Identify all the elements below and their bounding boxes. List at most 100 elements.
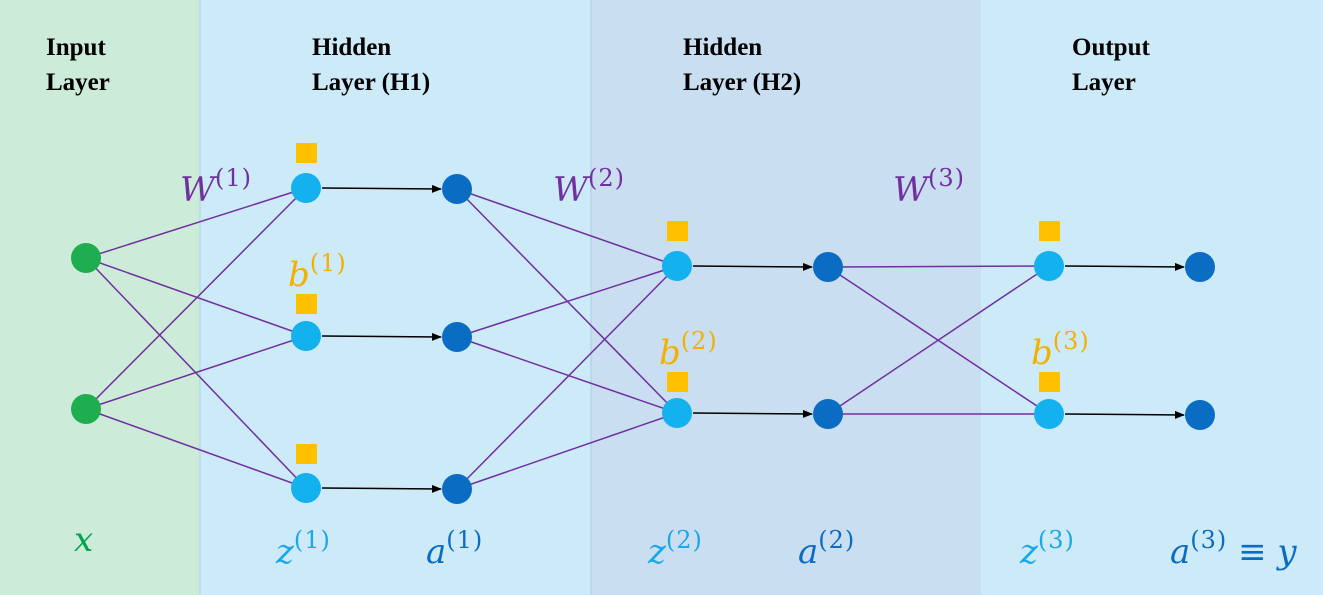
input-node: [71, 243, 101, 273]
symbol: z: [276, 532, 294, 572]
symbol: b: [1031, 333, 1053, 373]
input-layer-band: [0, 0, 200, 595]
superscript: (3): [1037, 526, 1075, 554]
input-nodes: [71, 243, 101, 424]
hidden-layer-1-band: [200, 0, 591, 595]
a1-node: [442, 322, 472, 352]
symbol: a: [426, 532, 447, 572]
activation-arrow: [321, 484, 442, 493]
z2-node: [662, 398, 692, 428]
weight-label-w1: W(1): [180, 158, 252, 210]
title-line-1: Hidden: [683, 34, 763, 61]
output-layer-title: Output Layer: [1072, 30, 1150, 100]
hidden-layer-1-title: Hidden Layer (H1): [312, 30, 430, 100]
a2-node: [813, 399, 843, 429]
superscript: (1): [293, 526, 331, 554]
bias-label-b2: b(2): [659, 321, 718, 373]
activation-arrow: [1064, 262, 1185, 271]
weight-edge: [827, 265, 1050, 268]
a3-node: [1185, 252, 1215, 282]
weight-label-w2: W(2): [553, 158, 625, 210]
weight-connections-1: [85, 187, 307, 489]
activation-arrow: [1064, 410, 1185, 419]
symbol: W: [893, 170, 928, 210]
superscript: (1): [446, 526, 484, 554]
z2-label: z(2): [648, 520, 703, 572]
input-node: [71, 394, 101, 424]
bias-square: [296, 444, 317, 464]
weight-label-w3: W(3): [893, 158, 965, 210]
bias-square: [1039, 221, 1060, 241]
z3-node: [1034, 251, 1064, 281]
weight-edge: [827, 265, 1050, 415]
bias-square: [296, 294, 317, 314]
symbol: b: [659, 333, 681, 373]
a2-node: [813, 252, 843, 282]
z1-node: [291, 473, 321, 503]
input-label-x: x: [74, 520, 93, 560]
a3-output-label: a(3) ≡ y: [1170, 520, 1297, 572]
equivalence-sign: ≡: [1227, 532, 1278, 572]
weight-edge: [85, 408, 307, 489]
a2-label: a(2): [798, 520, 855, 572]
a1-label: a(1): [426, 520, 483, 572]
a1-node: [442, 474, 472, 504]
activation-arrow: [321, 332, 442, 341]
bias-label-b3: b(3): [1031, 321, 1090, 373]
weight-edge: [85, 335, 307, 410]
z3-label: z(3): [1020, 520, 1075, 572]
z-nodes: [291, 173, 1064, 503]
activation-arrows: [321, 184, 1185, 493]
superscript: (2): [665, 526, 703, 554]
title-line-2: Layer: [1072, 69, 1136, 96]
weight-edge: [456, 188, 678, 267]
z3-node: [1034, 399, 1064, 429]
bias-square: [1039, 372, 1060, 392]
symbol: a: [1170, 532, 1191, 572]
a3-node: [1185, 400, 1215, 430]
weight-edge: [85, 257, 307, 337]
weight-edge: [456, 336, 678, 414]
superscript: (1): [214, 164, 252, 192]
activation-arrow: [692, 262, 813, 271]
title-line-2: Layer (H1): [312, 69, 431, 96]
superscript: (2): [587, 164, 625, 192]
title-line-1: Input: [46, 34, 106, 61]
title-line-2: Layer (H2): [683, 69, 802, 96]
z1-label: z(1): [276, 520, 331, 572]
weight-edge: [85, 187, 307, 410]
title-line-1: Output: [1072, 34, 1150, 61]
bias-markers: [296, 143, 1060, 464]
a-nodes: [442, 174, 1215, 504]
title-line-2: Layer: [46, 69, 110, 96]
symbol: a: [798, 532, 819, 572]
title-line-1: Hidden: [312, 34, 392, 61]
bias-square: [667, 372, 688, 392]
output-symbol-y: y: [1277, 532, 1297, 572]
symbol: z: [1020, 532, 1038, 572]
z1-node: [291, 173, 321, 203]
weight-edge: [456, 412, 678, 490]
weight-connections-3: [827, 265, 1050, 415]
output-layer-band: [981, 0, 1323, 595]
weight-edge: [85, 187, 307, 259]
superscript: (2): [818, 526, 856, 554]
weight-edge: [456, 265, 678, 490]
a1-node: [442, 174, 472, 204]
symbol: W: [553, 170, 588, 210]
activation-arrow: [692, 409, 813, 418]
superscript: (3): [1052, 327, 1090, 355]
z1-node: [291, 321, 321, 351]
symbol: b: [288, 255, 310, 295]
z2-node: [662, 251, 692, 281]
bias-label-b1: b(1): [288, 243, 347, 295]
bias-square: [296, 143, 317, 163]
superscript: (3): [927, 164, 965, 192]
activation-arrow: [321, 184, 442, 193]
symbol: x: [74, 520, 94, 560]
input-layer-title: Input Layer: [46, 30, 110, 100]
superscript: (2): [680, 327, 718, 355]
weight-connections-2: [456, 188, 678, 490]
hidden-layer-2-band: [591, 0, 981, 595]
